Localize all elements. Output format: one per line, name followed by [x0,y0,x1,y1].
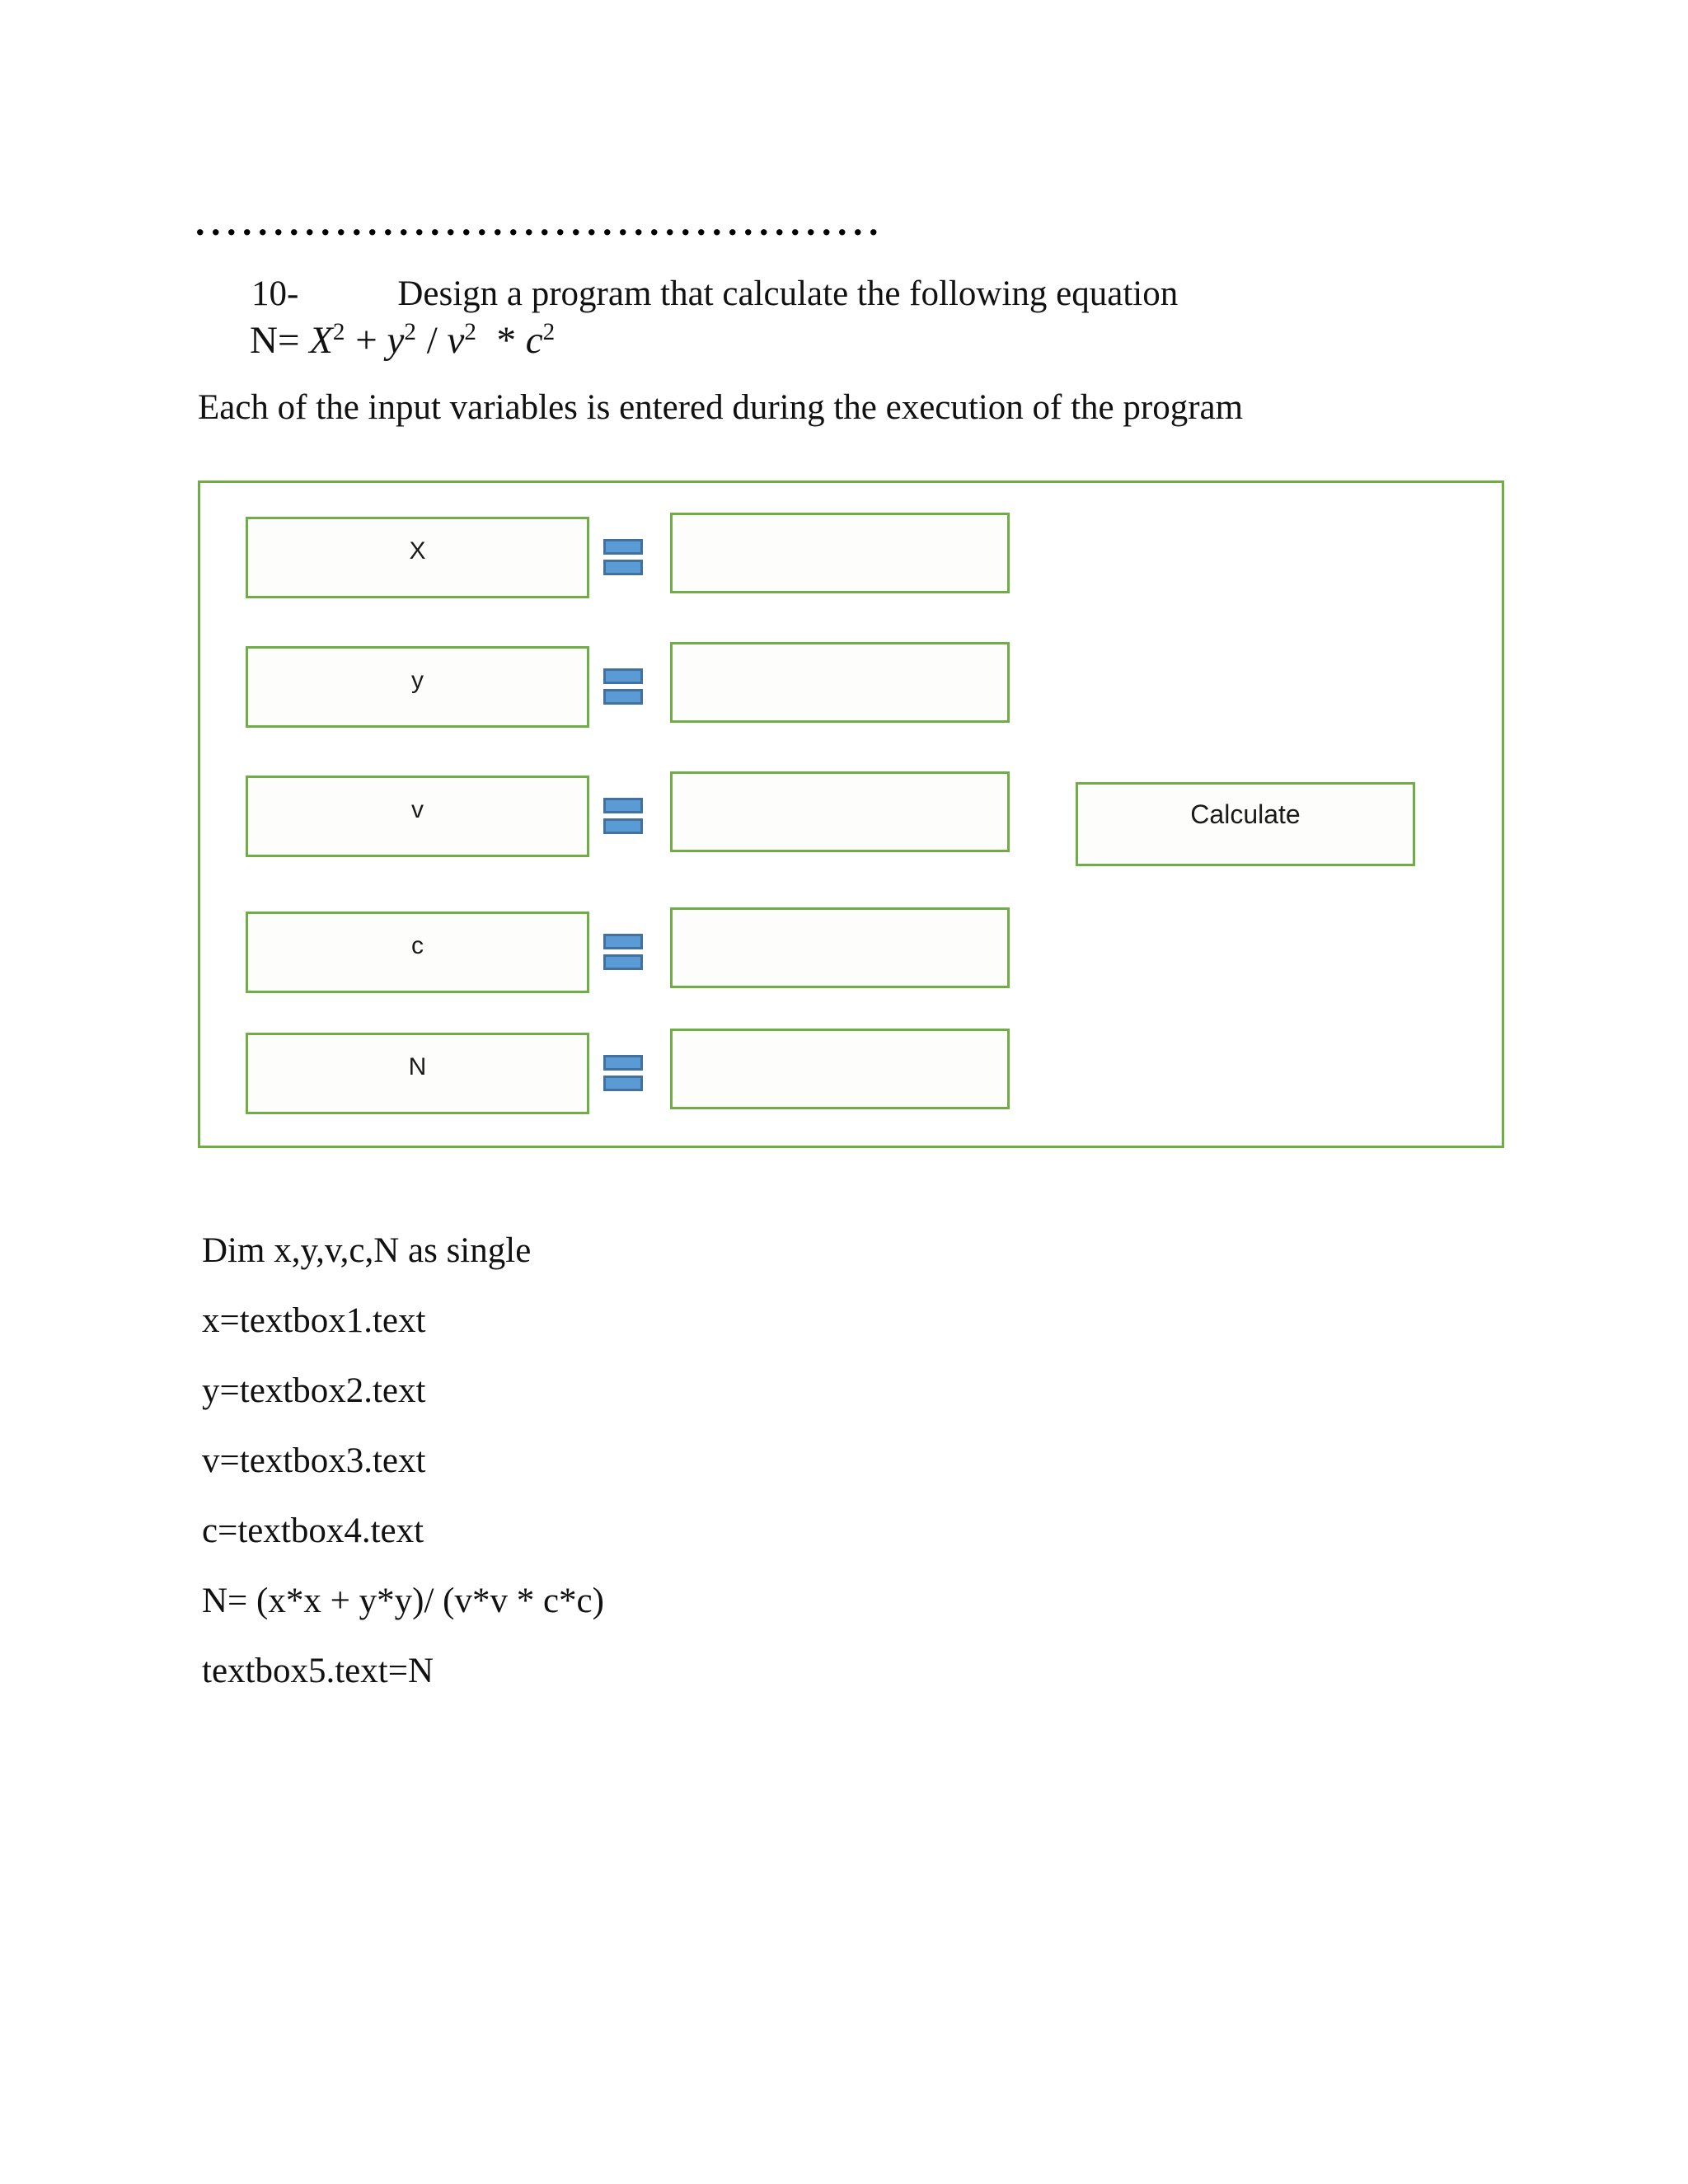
code-block: Dim x,y,v,c,N as single x=textbox1.text … [202,1230,604,1720]
subtitle-text: Each of the input variables is entered d… [198,388,1244,427]
equals-bar [603,1055,643,1071]
equals-icon [603,798,643,834]
exercise-number: 10- [251,274,299,313]
code-line: c=textbox4.text [202,1511,424,1550]
label-box-c: c [246,912,589,993]
formula-part: 2 [404,318,417,345]
textbox-5[interactable] [670,1029,1010,1109]
equals-bar [603,689,643,705]
equals-icon [603,539,643,575]
code-line: Dim x,y,v,c,N as single [202,1231,532,1270]
label-c: c [411,932,424,959]
form-panel: X y v Calculate c [198,480,1504,1148]
equals-bar [603,798,643,813]
equals-bar [603,818,643,834]
label-box-x: X [246,517,589,598]
formula-part: y [387,319,405,362]
label-box-y: y [246,646,589,728]
formula-part: X [309,319,333,362]
code-line: v=textbox3.text [202,1441,426,1480]
textbox-3[interactable] [670,771,1010,852]
equals-icon [603,934,643,970]
equals-bar [603,560,643,575]
equals-bar [603,934,643,949]
label-v: v [411,796,424,823]
textbox-1[interactable] [670,513,1010,593]
formula: N= X2 + y2 / v2 * c2 [250,318,556,363]
formula-part: + [345,319,387,362]
textbox-4[interactable] [670,907,1010,988]
equals-bar [603,539,643,555]
code-line: textbox5.text=N [202,1652,434,1690]
label-x: X [409,537,426,565]
equals-icon [603,1055,643,1091]
dotted-line: ........................................… [195,201,884,243]
code-line: N= (x*x + y*y)/ (v*v * c*c) [202,1582,604,1620]
label-y: y [411,667,424,694]
formula-part: v [447,319,465,362]
formula-part: 2 [464,318,477,345]
textbox-2[interactable] [670,642,1010,723]
code-line: x=textbox1.text [202,1301,426,1340]
formula-part: N= [250,319,310,362]
heading-text: Design a program that calculate the foll… [397,274,1179,313]
formula-part: 2 [332,318,346,345]
equals-bar [603,1076,643,1091]
calculate-button[interactable]: Calculate [1076,782,1415,866]
formula-part: c [525,319,543,362]
label-box-v: v [246,776,589,857]
equals-bar [603,668,643,684]
formula-part: * [476,319,526,362]
label-box-n: N [246,1033,589,1114]
label-n: N [408,1053,427,1080]
equals-bar [603,954,643,970]
formula-part: 2 [542,318,556,345]
formula-part: / [416,319,448,362]
code-line: y=textbox2.text [202,1371,426,1410]
exercise-heading: 10- Design a program that calculate the f… [251,274,1178,314]
equals-icon [603,668,643,705]
